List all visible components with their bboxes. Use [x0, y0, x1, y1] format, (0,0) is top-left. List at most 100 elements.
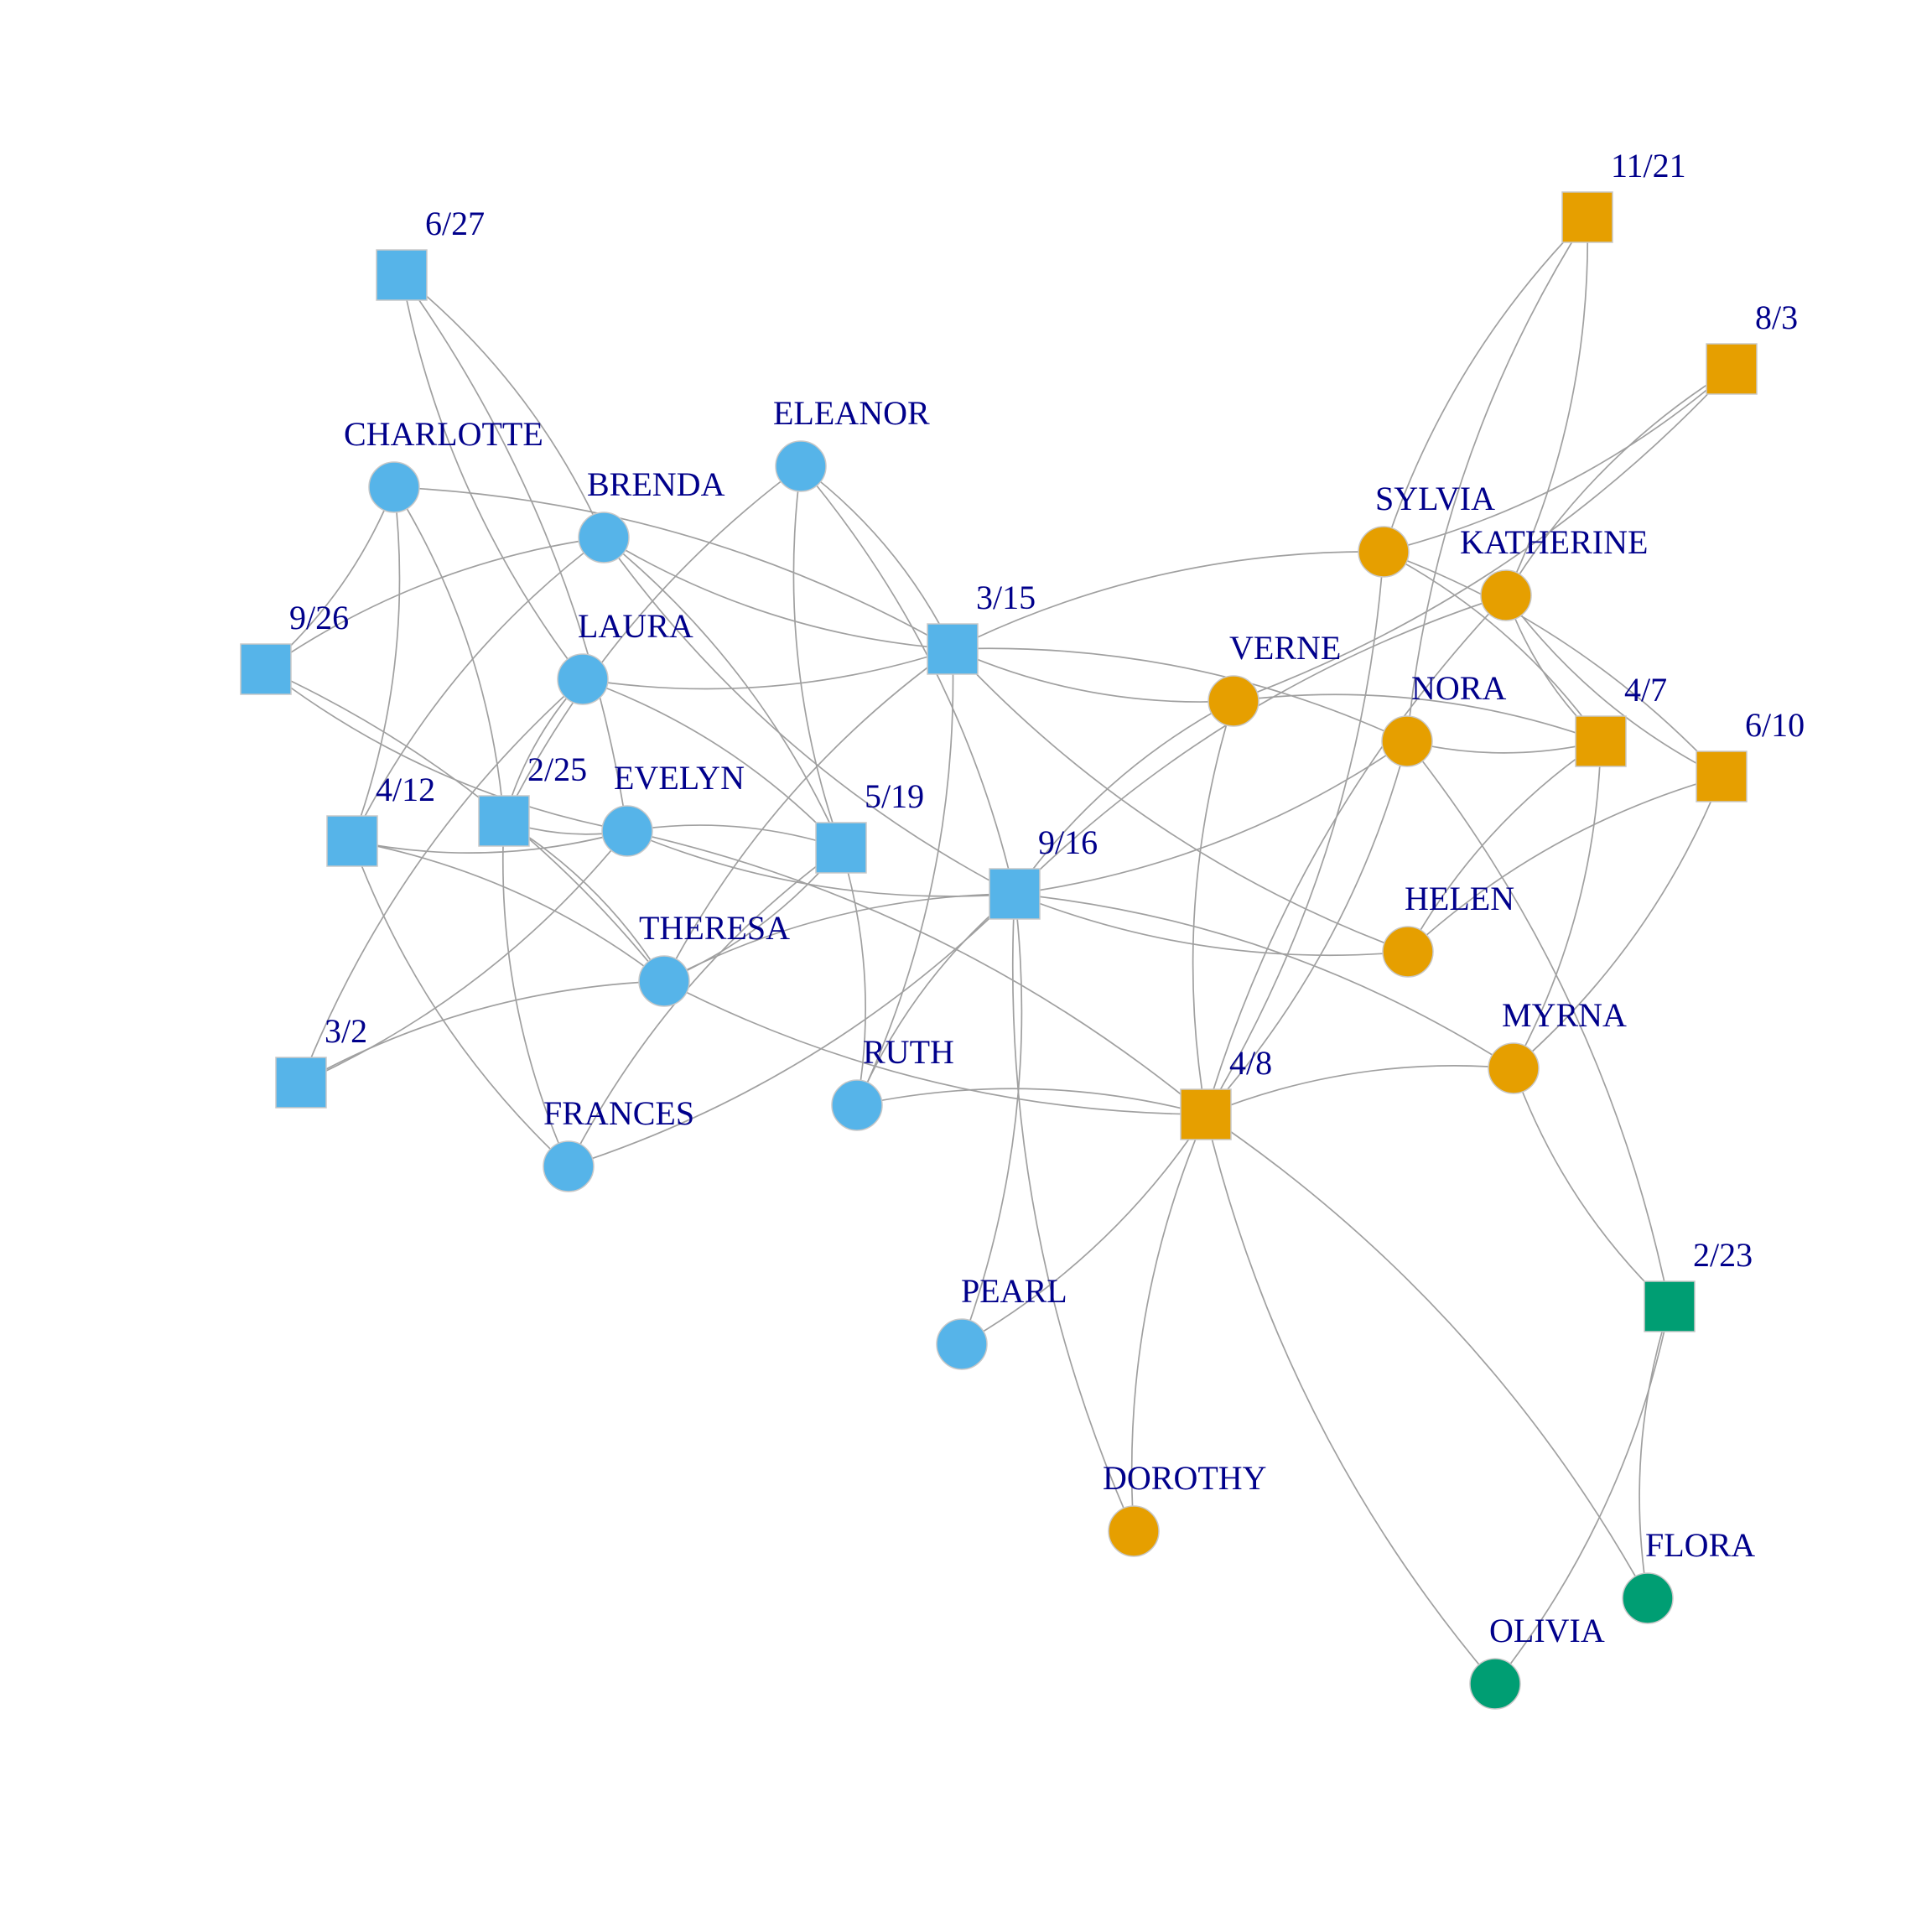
- woman-label-myrna: MYRNA: [1502, 996, 1627, 1034]
- woman-label-flora: FLORA: [1645, 1526, 1755, 1564]
- event-node-9-26: [240, 643, 292, 695]
- woman-label-frances: FRANCES: [543, 1094, 694, 1132]
- edge-3-15-nora: [952, 647, 1408, 742]
- woman-node-frances: [543, 1140, 595, 1192]
- woman-label-sylvia: SYLVIA: [1375, 480, 1495, 517]
- edge-5-19-brenda: [603, 537, 842, 849]
- woman-node-laura: [557, 653, 609, 705]
- edge-4-8-dorothy: [1130, 1114, 1207, 1532]
- edge-3-15-laura: [582, 648, 953, 690]
- event-label-2-23: 2/23: [1693, 1236, 1753, 1274]
- woman-label-ruth: RUTH: [863, 1033, 954, 1071]
- woman-label-nora: NORA: [1411, 669, 1506, 707]
- edge-3-15-sylvia: [952, 551, 1384, 650]
- woman-node-theresa: [638, 955, 690, 1007]
- woman-node-helen: [1382, 926, 1434, 978]
- event-label-5-19: 5/19: [865, 777, 924, 815]
- edge-4-8-katherine: [1205, 595, 1507, 1115]
- woman-label-katherine: KATHERINE: [1460, 523, 1648, 561]
- edge-4-8-nora: [1205, 740, 1408, 1115]
- edge-3-15-ruth: [856, 648, 954, 1106]
- edge-6-10-helen: [1407, 776, 1722, 953]
- woman-node-charlotte: [368, 461, 420, 513]
- edge-4-8-myrna: [1205, 1065, 1514, 1115]
- woman-label-helen: HELEN: [1405, 880, 1514, 917]
- nodes-layer: [240, 191, 1758, 1710]
- woman-label-eleanor: ELEANOR: [773, 394, 930, 432]
- woman-label-charlotte: CHARLOTTE: [344, 415, 543, 453]
- edge-9-16-dorothy: [1011, 893, 1135, 1532]
- edge-6-27-brenda: [401, 274, 605, 538]
- edge-9-16-theresa: [663, 893, 1015, 982]
- edge-4-8-flora: [1205, 1114, 1649, 1599]
- edge-4-8-verne: [1192, 700, 1234, 1115]
- edge-4-12-frances: [351, 840, 569, 1167]
- edge-6-10-sylvia: [1383, 551, 1722, 777]
- edge-3-2-laura: [300, 678, 584, 1083]
- event-label-2-25: 2/25: [527, 750, 587, 788]
- woman-node-flora: [1622, 1572, 1674, 1624]
- event-label-8-3: 8/3: [1755, 299, 1798, 336]
- edge-4-8-ruth: [856, 1088, 1207, 1115]
- edge-6-27-laura: [401, 274, 584, 680]
- woman-node-pearl: [936, 1318, 988, 1370]
- woman-label-brenda: BRENDA: [587, 465, 725, 503]
- edge-9-16-ruth: [856, 893, 1015, 1106]
- woman-node-nora: [1381, 715, 1433, 767]
- woman-node-katherine: [1480, 569, 1532, 621]
- woman-node-sylvia: [1358, 526, 1410, 578]
- edge-4-7-sylvia: [1383, 551, 1602, 742]
- woman-node-myrna: [1488, 1042, 1540, 1094]
- edge-4-12-charlotte: [351, 486, 401, 842]
- edge-3-15-helen: [952, 648, 1409, 953]
- edge-3-15-brenda: [603, 537, 953, 650]
- edge-2-25-frances: [501, 820, 569, 1167]
- edge-4-12-brenda: [351, 537, 605, 842]
- edge-3-2-evelyn: [300, 830, 628, 1083]
- edge-4-12-evelyn: [351, 830, 628, 854]
- edge-11-21-nora: [1406, 216, 1588, 742]
- event-label-3-15: 3/15: [976, 579, 1036, 616]
- edge-5-19-laura: [582, 678, 842, 849]
- edge-6-10-katherine: [1505, 595, 1722, 777]
- edge-8-3-katherine: [1505, 368, 1732, 596]
- event-node-11-21: [1561, 191, 1613, 243]
- edge-4-7-verne: [1233, 693, 1602, 742]
- edge-3-15-charlotte: [393, 486, 953, 650]
- edge-9-16-brenda: [603, 537, 1015, 895]
- event-node-6-10: [1696, 750, 1748, 802]
- edge-9-26-charlotte: [265, 486, 395, 670]
- woman-label-dorothy: DOROTHY: [1103, 1459, 1267, 1497]
- woman-label-theresa: THERESA: [639, 909, 790, 947]
- edge-4-7-helen: [1407, 740, 1602, 953]
- woman-node-eleanor: [775, 440, 827, 492]
- woman-node-ruth: [831, 1079, 883, 1131]
- edge-2-23-myrna: [1513, 1067, 1670, 1307]
- event-node-6-27: [376, 249, 428, 301]
- edge-4-8-olivia: [1205, 1114, 1496, 1685]
- event-label-9-26: 9/26: [289, 599, 349, 636]
- edge-6-27-evelyn: [401, 274, 628, 832]
- event-label-4-12: 4/12: [376, 771, 435, 808]
- event-label-9-16: 9/16: [1038, 823, 1098, 861]
- edge-5-19-ruth: [840, 847, 866, 1106]
- edges-layer: [265, 216, 1732, 1685]
- event-node-5-19: [815, 822, 867, 874]
- edge-9-26-brenda: [265, 537, 605, 670]
- woman-node-dorothy: [1108, 1505, 1160, 1557]
- edge-4-12-theresa: [351, 840, 665, 982]
- edge-5-19-eleanor: [792, 465, 842, 849]
- event-label-6-27: 6/27: [425, 205, 485, 242]
- woman-node-brenda: [578, 512, 630, 564]
- event-label-3-2: 3/2: [325, 1012, 367, 1050]
- edge-4-8-pearl: [961, 1114, 1207, 1345]
- event-node-4-7: [1575, 715, 1627, 767]
- event-node-2-23: [1644, 1280, 1696, 1332]
- edge-2-23-flora: [1639, 1306, 1670, 1599]
- event-node-2-25: [478, 795, 530, 847]
- event-node-9-16: [989, 868, 1041, 920]
- edge-3-2-theresa: [300, 980, 665, 1083]
- edge-4-8-evelyn: [626, 830, 1207, 1115]
- edge-9-16-nora: [1014, 740, 1408, 895]
- woman-node-evelyn: [601, 805, 653, 857]
